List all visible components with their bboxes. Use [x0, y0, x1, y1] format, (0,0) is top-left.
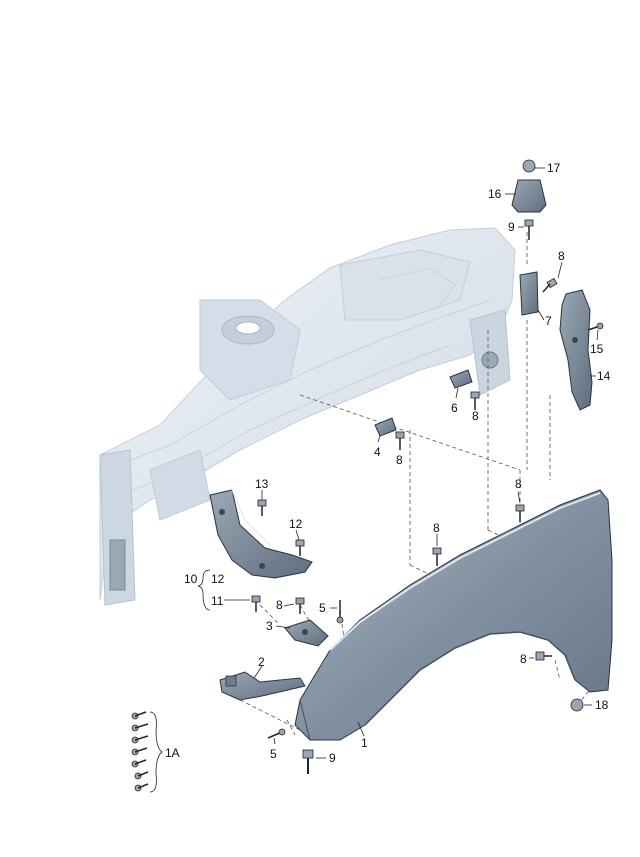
callout-8-top: 8	[558, 249, 565, 263]
bolt-8-arch	[535, 651, 552, 661]
callout-14: 14	[597, 369, 611, 383]
bolt-9-bottom	[302, 749, 314, 774]
callout-12: 12	[211, 572, 225, 586]
bolt-8-mid	[470, 391, 480, 410]
fender-panel	[294, 489, 613, 741]
pillar-trim-panel	[559, 289, 593, 411]
clip-part-6	[449, 369, 473, 389]
screw-5-bottom	[267, 728, 286, 739]
bolt-8-left	[395, 431, 405, 450]
callout-11: 11	[211, 594, 224, 608]
clip-part-4	[374, 417, 397, 437]
bolt-8-center	[432, 547, 442, 566]
callout-8-fender: 8	[515, 477, 522, 491]
callout-8-small: 8	[276, 598, 283, 612]
bolt-11	[251, 595, 261, 612]
bolt-12-top	[295, 539, 305, 556]
bolt-8-top	[542, 277, 558, 293]
callout-15: 15	[590, 342, 604, 356]
callout-12-top: 12	[289, 517, 303, 531]
vehicle-body-shell	[99, 227, 516, 606]
callout-8-mid: 8	[472, 409, 479, 423]
callout-5-top: 5	[319, 601, 326, 615]
callout-4: 4	[374, 445, 381, 459]
lower-bracket	[219, 671, 306, 701]
callout-10: 10	[184, 572, 198, 586]
callout-1: 1	[361, 736, 368, 750]
screw-5-top	[336, 600, 344, 624]
bolt-9-top	[524, 219, 534, 240]
callout-8-left: 8	[396, 453, 403, 467]
support-bracket	[284, 619, 329, 647]
callout-8-center: 8	[433, 521, 440, 535]
bolt-8-small	[295, 597, 305, 614]
upper-bracket	[519, 271, 539, 316]
cap-part-18	[570, 698, 584, 712]
callout-9-bottom: 9	[329, 751, 336, 765]
callout-2: 2	[258, 655, 265, 669]
hardware-kit-1a	[131, 711, 163, 793]
bolt-8-fender	[515, 504, 525, 522]
callout-17: 17	[547, 161, 561, 175]
callout-1a: 1A	[165, 746, 180, 760]
fasteners	[251, 219, 604, 774]
callout-9-top: 9	[508, 220, 515, 234]
callout-8-arch: 8	[520, 652, 527, 666]
fender-mount-bracket	[209, 489, 313, 579]
callout-13: 13	[255, 477, 269, 491]
callout-labels: 17 16 9 8 7 15 14 6 8 4 8 13 8 12 8 10 1…	[165, 161, 611, 765]
callout-16: 16	[488, 187, 502, 201]
leader-lines	[197, 167, 599, 759]
callout-3: 3	[266, 619, 273, 633]
rubber-buffer	[511, 159, 547, 213]
screw-15	[587, 322, 604, 331]
callout-5-bottom: 5	[270, 747, 277, 761]
callout-18: 18	[595, 698, 609, 712]
bolt-13	[257, 499, 267, 516]
callout-6: 6	[451, 401, 458, 415]
callout-7: 7	[545, 314, 552, 328]
